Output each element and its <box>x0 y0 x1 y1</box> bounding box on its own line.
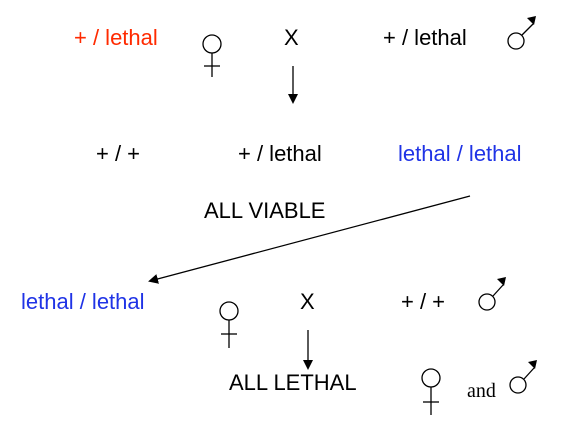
offspring1-genotype-1: + / + <box>96 141 140 166</box>
cross2-female-genotype: lethal / lethal <box>21 289 145 314</box>
cross1-female-genotype: + / lethal <box>74 25 158 50</box>
offspring1-genotype-3: lethal / lethal <box>398 141 522 166</box>
female-symbol-icon <box>202 34 222 77</box>
female-symbol-icon <box>219 301 239 348</box>
male-symbol-icon <box>507 16 536 50</box>
offspring2-conjunction: and <box>467 380 496 402</box>
cross1-male-genotype: + / lethal <box>383 25 467 50</box>
offspring1-result: ALL VIABLE <box>204 198 325 223</box>
offspring2-result: ALL LETHAL <box>229 370 357 395</box>
male-symbol-icon <box>509 360 537 394</box>
cross2-male-genotype: + / + <box>401 289 445 314</box>
diagonal-arrow <box>148 195 471 284</box>
female-symbol-icon <box>421 368 441 415</box>
male-symbol-icon <box>478 277 506 311</box>
offspring1-genotype-2: + / lethal <box>238 141 322 166</box>
cross1-cross-symbol: X <box>284 25 299 50</box>
cross2-cross-symbol: X <box>300 289 315 314</box>
